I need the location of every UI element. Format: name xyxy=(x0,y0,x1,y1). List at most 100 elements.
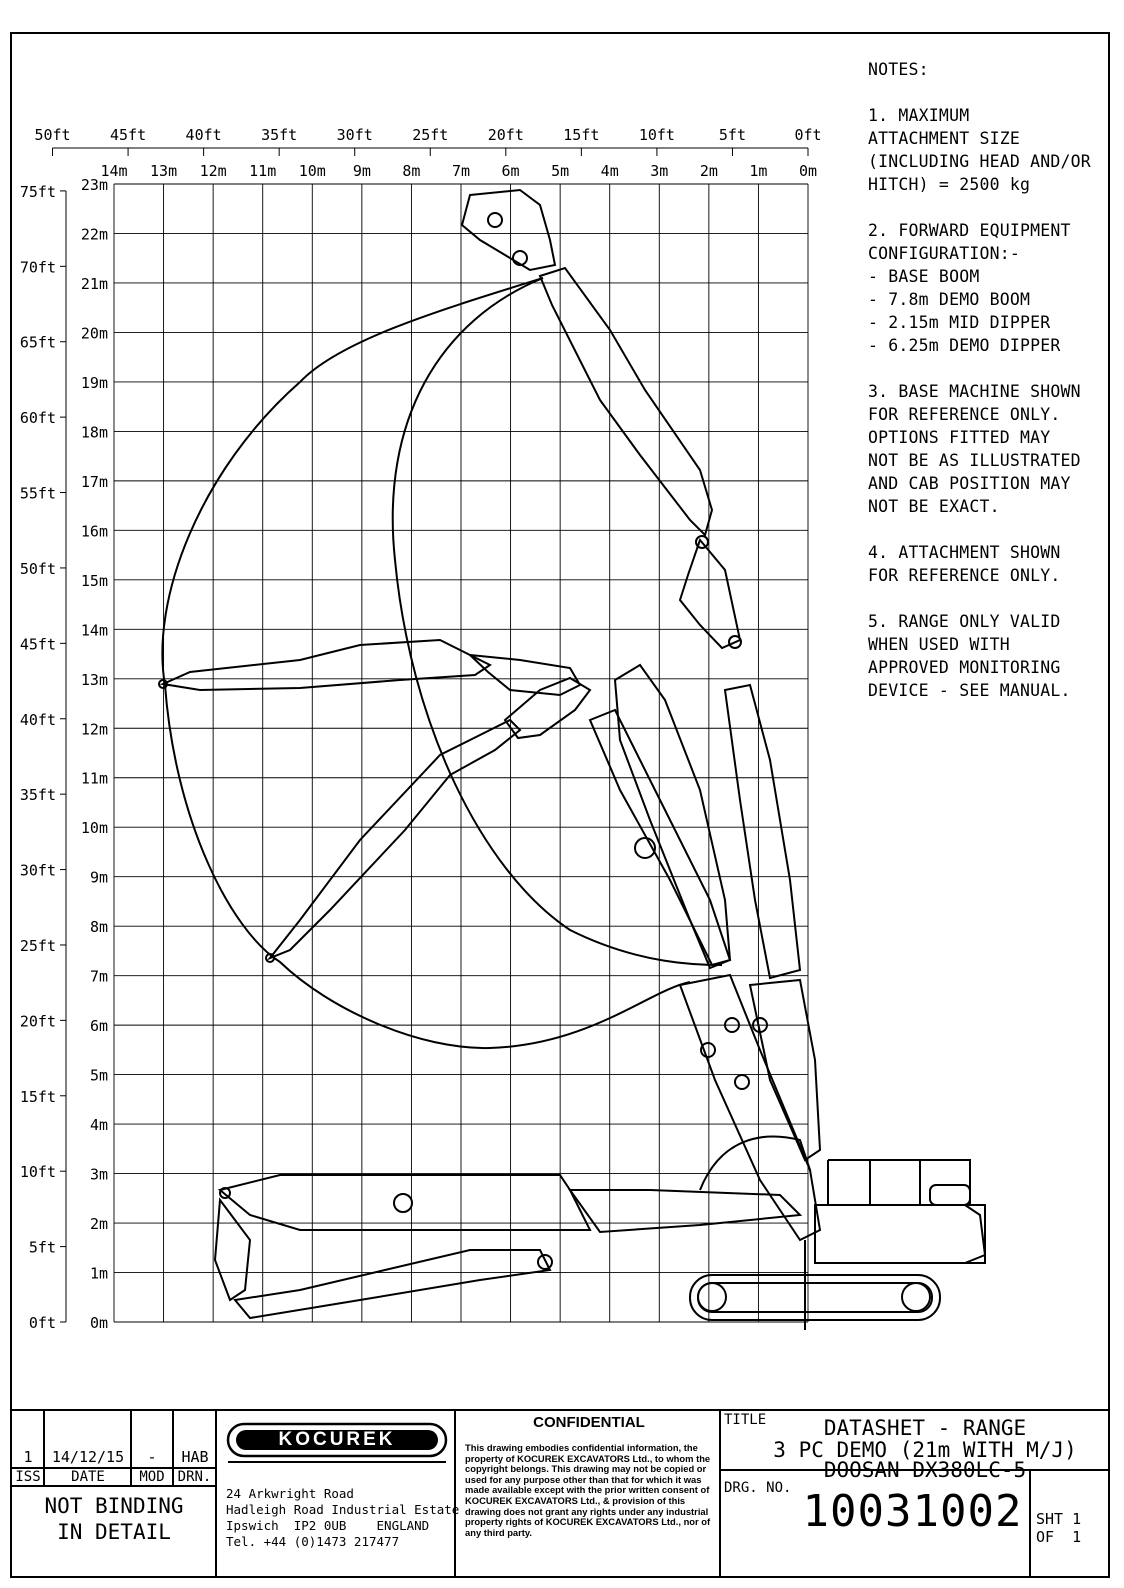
feet-tick-label-left: 25ft xyxy=(20,937,56,955)
metre-tick-label: 5m xyxy=(551,162,569,180)
note-5: 5. RANGE ONLY VALID WHEN USED WITH APPRO… xyxy=(868,612,1071,700)
metre-tick-label: 6m xyxy=(502,162,520,180)
pivot-pin xyxy=(634,837,656,859)
confidential-heading: CONFIDENTIAL xyxy=(533,1414,645,1431)
metre-tick-label: 8m xyxy=(402,162,420,180)
metre-tick-label-left: 4m xyxy=(90,1116,108,1134)
range-grid xyxy=(113,183,809,1323)
track-inner xyxy=(697,1282,933,1313)
metre-tick-label-left: 13m xyxy=(81,671,108,689)
feet-tick-label-left: 35ft xyxy=(20,786,56,804)
metre-tick-label-left: 17m xyxy=(81,473,108,491)
pivot-pin xyxy=(728,635,742,649)
feet-tick-label-left: 50ft xyxy=(20,560,56,578)
base-machine xyxy=(689,1135,987,1330)
metre-tick-label-left: 15m xyxy=(81,572,108,590)
feet-tick-label-left: 70ft xyxy=(20,258,56,276)
pivot-pin xyxy=(734,1074,750,1090)
metre-tick-label-left: 2m xyxy=(90,1215,108,1233)
metre-tick-label-left: 3m xyxy=(90,1166,108,1184)
metre-tick-label-left: 9m xyxy=(90,869,108,887)
drg-number: 10031002 xyxy=(802,1486,1023,1537)
metre-tick-label: 3m xyxy=(650,162,668,180)
metre-tick-label-left: 23m xyxy=(81,176,108,194)
rev-date: 14/12/15 xyxy=(51,1448,125,1466)
hdr-iss: ISS xyxy=(15,1469,41,1485)
drg-label: DRG. NO. xyxy=(724,1480,792,1496)
feet-tick-label-left: 10ft xyxy=(20,1163,56,1181)
note-4: 4. ATTACHMENT SHOWN FOR REFERENCE ONLY. xyxy=(868,543,1061,585)
base-boom-right xyxy=(748,978,822,1162)
feet-tick-label: 5ft xyxy=(719,126,746,144)
boom-cylinder-curve xyxy=(699,1135,811,1191)
feet-tick-label: 10ft xyxy=(639,126,675,144)
dipper-diagonal xyxy=(266,718,522,961)
boom-left xyxy=(613,663,732,970)
pivot-pin xyxy=(700,1042,716,1058)
arm-folded xyxy=(213,1174,803,1320)
engine-cover xyxy=(929,1184,971,1206)
metre-tick-label: 12m xyxy=(200,162,227,180)
pivot-pin xyxy=(487,212,503,228)
hdr-drn: DRN. xyxy=(177,1469,212,1485)
notes-heading: NOTES: xyxy=(868,60,929,79)
counterweight xyxy=(964,1204,987,1264)
folded-mid xyxy=(213,1197,252,1302)
upper-structure xyxy=(814,1204,986,1264)
metre-tick-label: 13m xyxy=(150,162,177,180)
metre-tick-label: 10m xyxy=(299,162,326,180)
inner-envelope-curve xyxy=(391,277,723,966)
feet-tick-label-left: 45ft xyxy=(20,635,56,653)
feet-tick-label-left: 60ft xyxy=(20,409,56,427)
feet-tick-label-left: 15ft xyxy=(20,1088,56,1106)
note-3: 3. BASE MACHINE SHOWN FOR REFERENCE ONLY… xyxy=(868,382,1081,516)
feet-tick-label-left: 40ft xyxy=(20,711,56,729)
feet-tick-label-left: 65ft xyxy=(20,334,56,352)
pivot-pin xyxy=(393,1193,413,1213)
metre-tick-label: 2m xyxy=(700,162,718,180)
pivot-pin xyxy=(512,250,528,266)
feet-tick-label: 15ft xyxy=(563,126,599,144)
feet-tick-label: 20ft xyxy=(488,126,524,144)
demo-booms xyxy=(588,535,822,1242)
mid-dipper xyxy=(678,537,742,650)
rev-drn: HAB xyxy=(181,1448,209,1466)
metre-tick-label-left: 21m xyxy=(81,275,108,293)
feet-tick-label-left: 30ft xyxy=(20,862,56,880)
not-binding-line-2: IN DETAIL xyxy=(57,1520,171,1544)
address-line-3: Ipswich IP2 0UB ENGLAND xyxy=(226,1518,430,1533)
feet-tick-label: 40ft xyxy=(186,126,222,144)
feet-tick-label-left: 20ft xyxy=(20,1012,56,1030)
feet-tick-label-left: 0ft xyxy=(29,1314,56,1332)
arm-max-height xyxy=(460,188,742,650)
note-2: 2. FORWARD EQUIPMENT CONFIGURATION:- - B… xyxy=(868,221,1071,355)
feet-tick-label: 30ft xyxy=(337,126,373,144)
pivot-pin xyxy=(695,535,709,549)
feet-tick-label: 50ft xyxy=(34,126,70,144)
metre-tick-label-left: 20m xyxy=(81,324,108,342)
hdr-mod: MOD xyxy=(139,1469,165,1485)
address-line-2: Hadleigh Road Industrial Estate xyxy=(226,1502,460,1517)
metre-tick-label-left: 8m xyxy=(90,918,108,936)
metre-tick-label-left: 19m xyxy=(81,374,108,392)
logo-text: KOCUREK xyxy=(278,1429,396,1450)
metre-tick-label: 4m xyxy=(601,162,619,180)
folded-boom xyxy=(568,1189,803,1234)
metre-tick-label-left: 16m xyxy=(81,522,108,540)
feet-tick-label: 35ft xyxy=(261,126,297,144)
metre-tick-label: 11m xyxy=(249,162,276,180)
metre-tick-label-left: 7m xyxy=(90,968,108,986)
note-1: 1. MAXIMUM ATTACHMENT SIZE (INCLUDING HE… xyxy=(868,106,1091,194)
title-line-3: DOOSAN DX380LC-5 xyxy=(823,1458,1027,1482)
sheet-of: OF 1 xyxy=(1036,1528,1082,1546)
rev-mod: - xyxy=(147,1448,157,1466)
mid-dipper-horizontal xyxy=(467,653,582,697)
mid-dipper-diagonal xyxy=(503,676,592,740)
metre-tick-label-left: 14m xyxy=(81,621,108,639)
arm-horizontal xyxy=(158,638,582,697)
cab-rail xyxy=(827,1159,971,1205)
not-binding-line-1: NOT BINDING xyxy=(44,1494,184,1518)
metre-tick-label: 14m xyxy=(100,162,127,180)
